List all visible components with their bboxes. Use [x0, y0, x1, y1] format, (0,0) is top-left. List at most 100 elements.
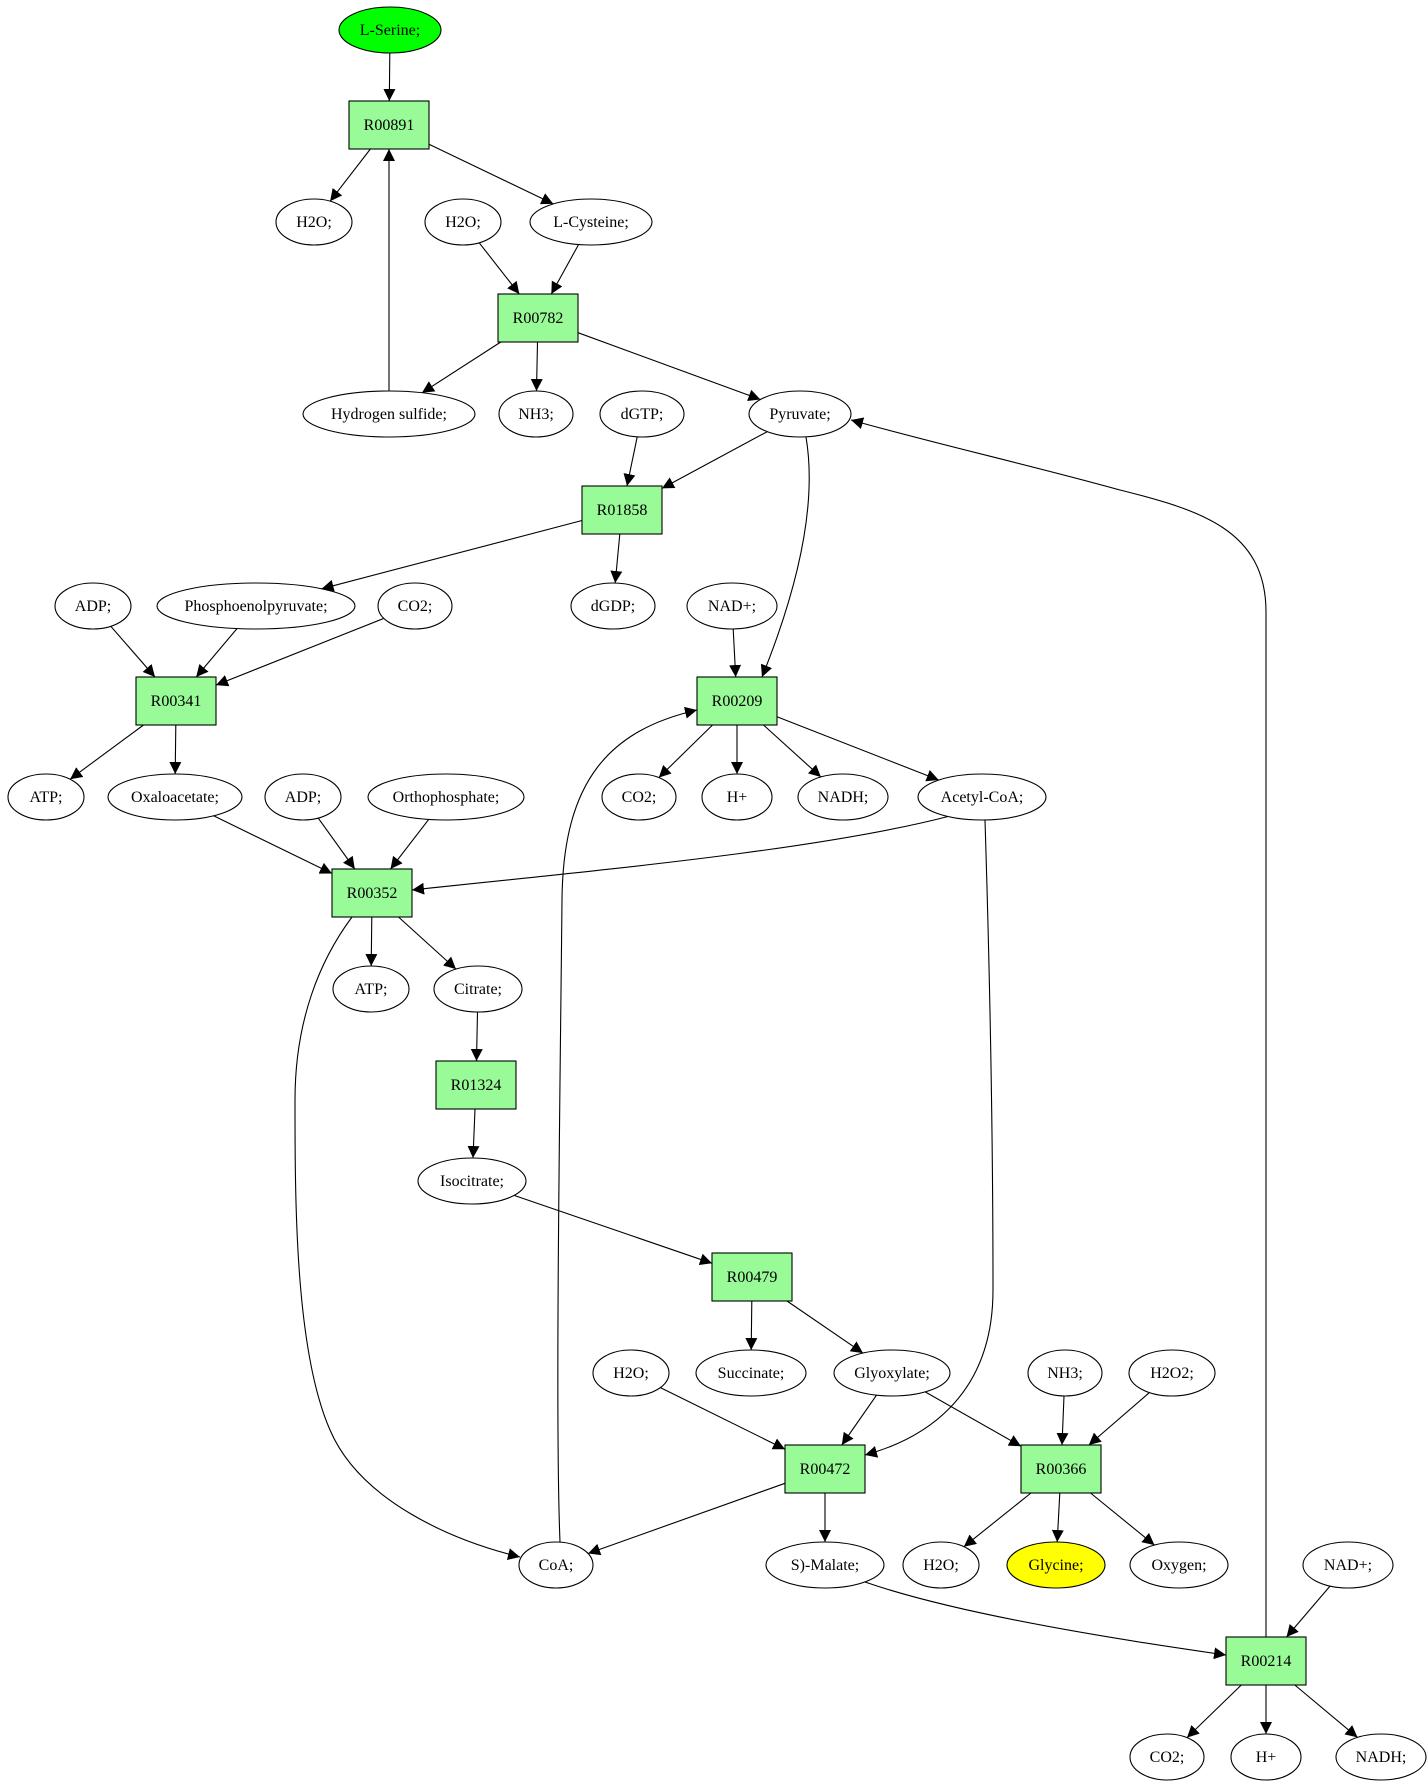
node-label: L-Serine;: [360, 22, 420, 39]
edge-h2o_3-to-r00472: [660, 1387, 786, 1450]
node-label: Phosphoenolpyruvate;: [184, 598, 327, 615]
metabolite-node-adp_1: ADP;: [54, 582, 132, 630]
metabolite-ellipse: [156, 582, 356, 630]
edge-r00352-to-cit: [398, 916, 457, 970]
node-label: H2O;: [923, 1557, 959, 1574]
node-label: R00366: [1036, 1461, 1087, 1478]
node-label: R00352: [347, 885, 398, 902]
metabolite-ellipse: [1335, 1733, 1427, 1781]
reaction-box: [1225, 1636, 1307, 1686]
edge-r00214-to-nadh_2: [1294, 1684, 1358, 1738]
reaction-box: [135, 676, 217, 726]
metabolite-node-nad_2: NAD+;: [1302, 1541, 1394, 1589]
metabolite-node-nadh_2: NADH;: [1335, 1733, 1427, 1781]
edge-glx-to-r00366: [924, 1391, 1022, 1447]
edge-pyr-to-r00209: [760, 436, 810, 678]
reaction-node-r01858: R01858: [581, 485, 663, 535]
reaction-box: [784, 1444, 866, 1494]
edge-adp_2-to-r00352: [317, 817, 356, 870]
reaction-box: [711, 1252, 793, 1302]
node-label: dGTP;: [621, 406, 664, 423]
node-label: NH3;: [1047, 1365, 1083, 1382]
metabolite-node-lcys: L-Cysteine;: [529, 198, 653, 246]
node-label: Hydrogen sulfide;: [331, 406, 447, 423]
metabolite-ellipse: [1006, 1541, 1106, 1589]
edge-oaa-to-r00352: [213, 815, 333, 874]
metabolite-ellipse: [332, 965, 410, 1013]
node-label: R00472: [800, 1461, 851, 1478]
metabolite-node-co2_2: CO2;: [601, 773, 677, 821]
metabolite-ellipse: [518, 1541, 594, 1589]
metabolite-node-nad_1: NAD+;: [686, 582, 778, 630]
edge-glx-to-r00472: [841, 1394, 877, 1446]
edge-r00366-to-oxy: [1090, 1492, 1155, 1546]
metabolite-ellipse: [417, 1157, 527, 1205]
node-label: Isocitrate;: [440, 1173, 504, 1190]
metabolite-node-lserine: L-Serine;: [338, 6, 442, 54]
reaction-box: [348, 100, 430, 150]
metabolite-ellipse: [377, 582, 453, 630]
edge-r00891-to-lcys: [428, 143, 554, 205]
node-label: R00782: [513, 310, 564, 327]
metabolite-node-coa: CoA;: [518, 1541, 594, 1589]
metabolite-node-atp_2: ATP;: [332, 965, 410, 1013]
metabolite-ellipse: [424, 198, 502, 246]
node-label: R01858: [597, 502, 648, 519]
metabolite-node-icit: Isocitrate;: [417, 1157, 527, 1205]
metabolite-ellipse: [367, 773, 525, 821]
metabolite-ellipse: [1302, 1541, 1394, 1589]
edge-pyr-to-r01858: [661, 431, 768, 489]
metabolite-ellipse: [833, 1349, 951, 1397]
node-label: H2O;: [445, 214, 481, 231]
metabolite-node-glx: Glyoxylate;: [833, 1349, 951, 1397]
edge-r00472-to-coa: [587, 1482, 786, 1556]
edge-r00782-to-h2s: [421, 341, 502, 394]
node-label: CO2;: [622, 789, 657, 806]
metabolite-ellipse: [529, 198, 653, 246]
metabolite-node-dgdp: dGDP;: [570, 582, 656, 630]
node-label: dGDP;: [591, 598, 635, 615]
metabolite-node-dgtp: dGTP;: [599, 390, 685, 438]
reaction-node-r00472: R00472: [784, 1444, 866, 1494]
edge-r00209-to-nadh_1: [763, 724, 822, 778]
node-label: Succinate;: [718, 1365, 785, 1382]
metabolite-ellipse: [1027, 1349, 1103, 1397]
edge-h2o2-to-r00366: [1088, 1392, 1150, 1446]
metabolite-node-co2_3: CO2;: [1129, 1733, 1205, 1781]
edge-nad_1-to-r00209: [729, 628, 742, 678]
metabolite-node-h2o2: H2O2;: [1128, 1349, 1216, 1397]
metabolite-ellipse: [107, 773, 243, 821]
metabolite-node-h2s: Hydrogen sulfide;: [302, 390, 476, 438]
edge-h2o_2-to-r00782: [478, 242, 520, 295]
metabolite-node-hplus_1: H+: [701, 773, 773, 821]
edge-r00214-to-pyr: [850, 417, 1267, 1637]
node-label: S)-Malate;: [791, 1557, 859, 1574]
node-label: R00214: [1241, 1653, 1292, 1670]
node-label: Acetyl-CoA;: [941, 789, 1024, 806]
metabolite-ellipse: [54, 582, 132, 630]
metabolite-ellipse: [7, 773, 85, 821]
node-label: R00341: [151, 693, 202, 710]
metabolite-ellipse: [748, 390, 852, 438]
reaction-box: [435, 1060, 517, 1110]
edge-r00782-to-nh3_1: [530, 341, 543, 392]
metabolite-node-atp_1: ATP;: [7, 773, 85, 821]
edge-r00352-to-atp_2: [365, 916, 378, 967]
reaction-box: [581, 485, 663, 535]
edge-r01858-to-dgdp: [610, 533, 623, 584]
metabolite-ellipse: [917, 773, 1047, 821]
edge-accoa-to-r00472: [864, 819, 994, 1458]
node-label: R00891: [364, 117, 415, 134]
edge-r01324-to-icit: [467, 1108, 480, 1159]
edge-r00366-to-h2o_4: [963, 1492, 1032, 1548]
metabolite-ellipse: [765, 1541, 885, 1589]
edge-adp_1-to-r00341: [110, 625, 156, 678]
reaction-node-r00891: R00891: [348, 100, 430, 150]
node-label: ADP;: [285, 789, 321, 806]
metabolite-ellipse: [1129, 1541, 1229, 1589]
metabolite-node-nadh_1: NADH;: [797, 773, 889, 821]
edge-pep-to-r00341: [195, 628, 238, 678]
node-label: CO2;: [1150, 1749, 1185, 1766]
edge-r00209-to-accoa: [776, 716, 939, 782]
